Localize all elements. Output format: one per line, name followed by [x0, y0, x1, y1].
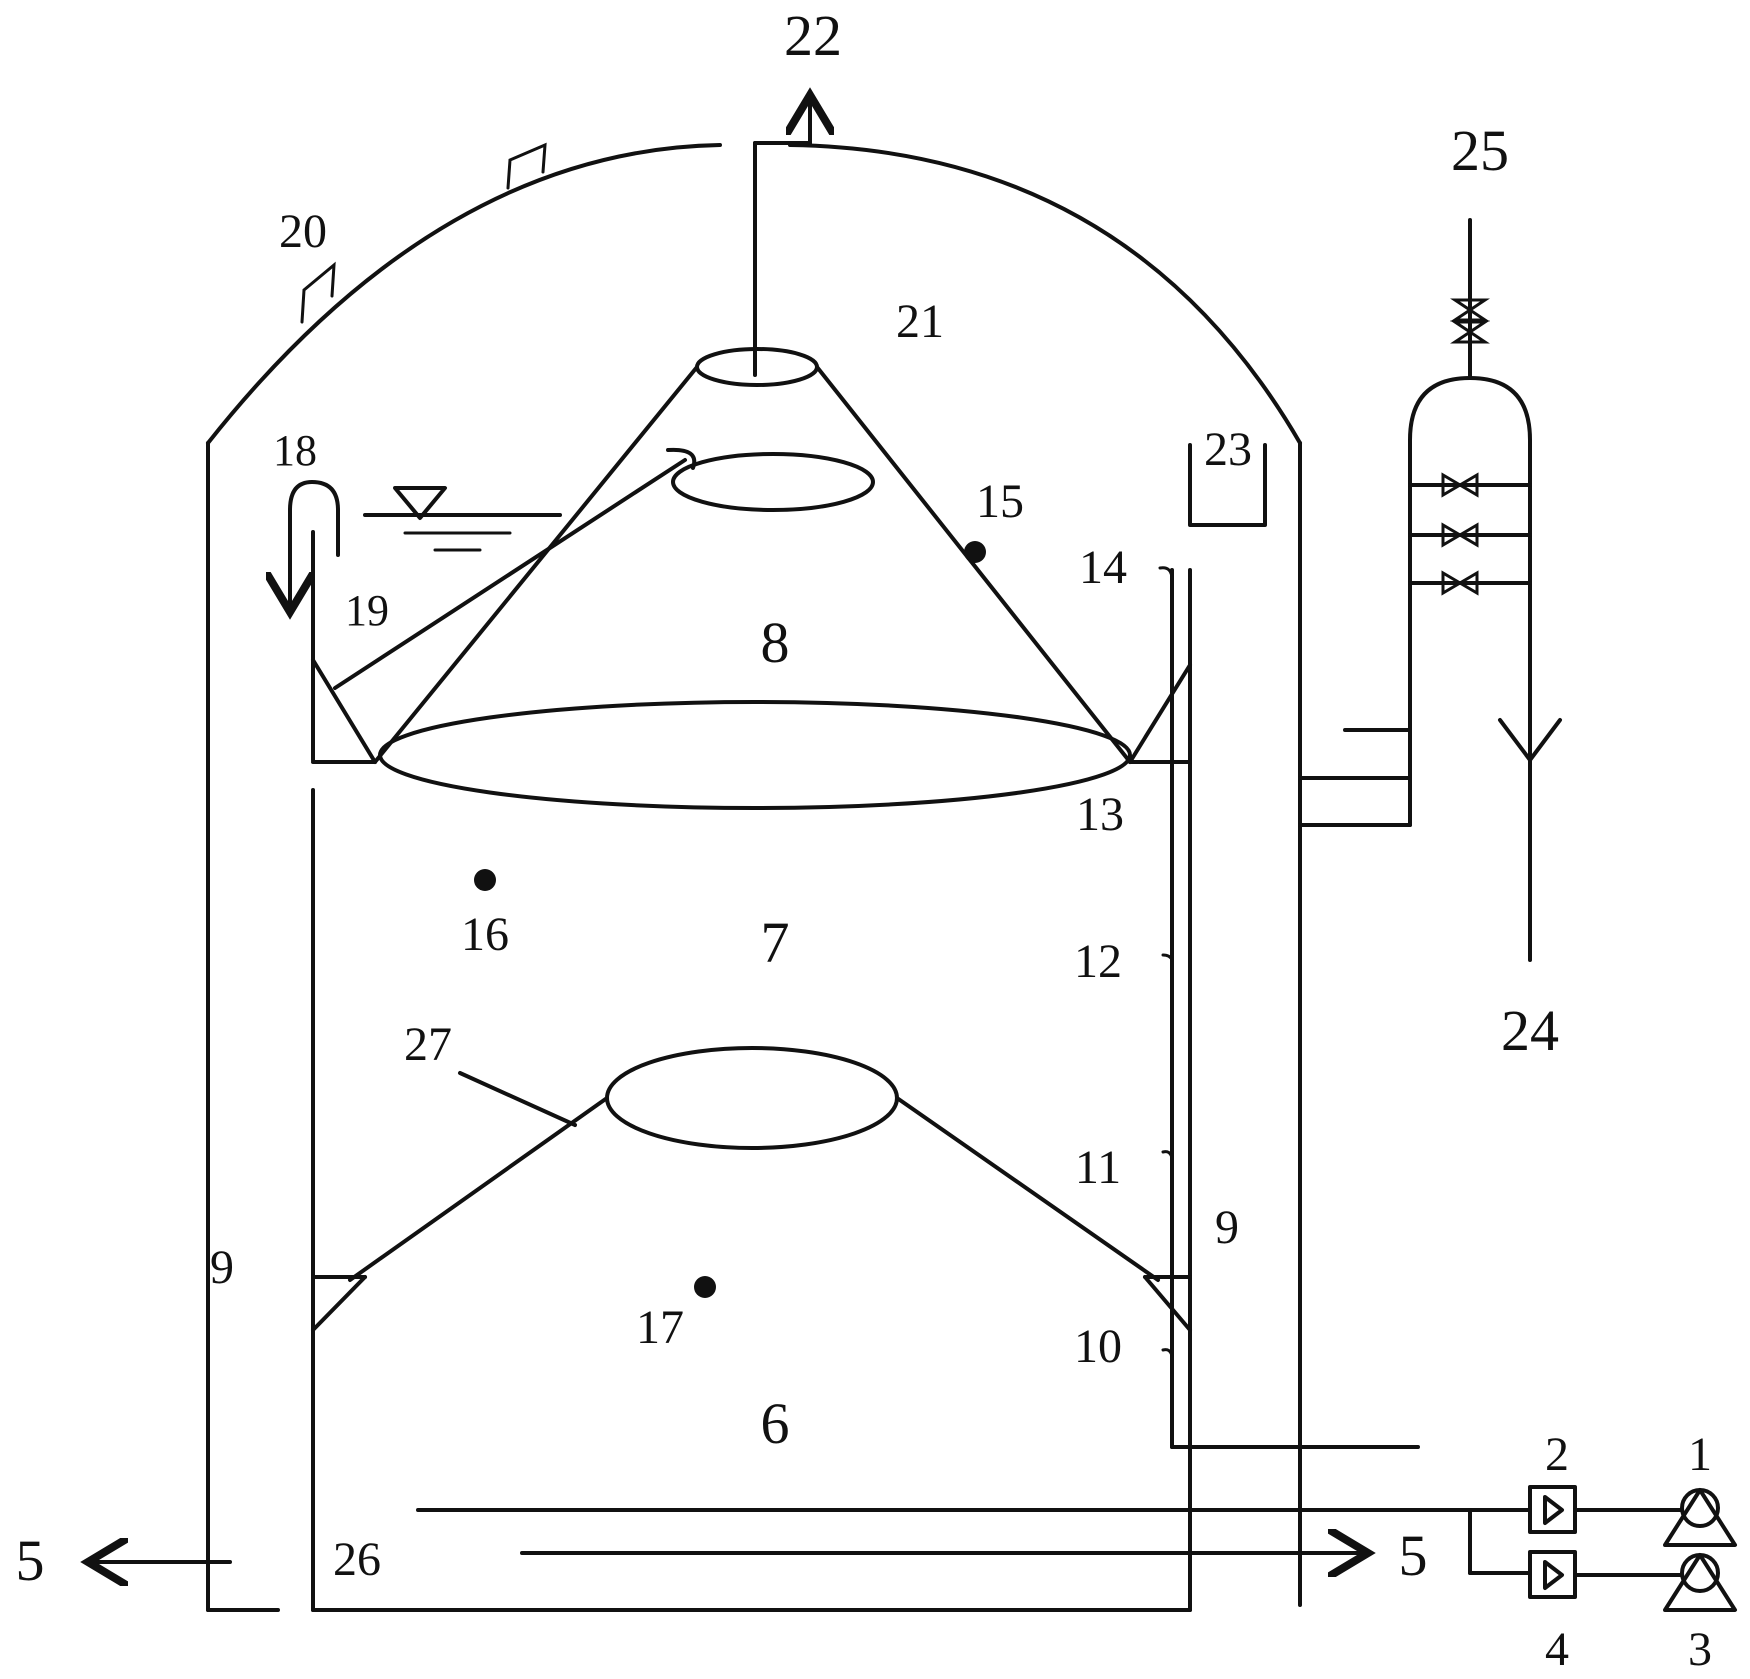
- label-3: 3: [1688, 1623, 1712, 1676]
- upper-gas-hood-line-1: [333, 458, 687, 690]
- lower-separator: [348, 1046, 1160, 1282]
- gas-holder: [1298, 218, 1562, 962]
- label-23: 23: [1204, 423, 1252, 476]
- upper-gas-hood-hook: [666, 447, 697, 470]
- baffle-lower-right: [1143, 1275, 1192, 1332]
- label-21: 21: [896, 295, 944, 348]
- overflow-weir: [288, 480, 340, 612]
- dome-left: [206, 143, 722, 445]
- upper-cone-mid-ring: [671, 452, 875, 512]
- lower-cone-left-side: [348, 1096, 609, 1282]
- valve-25-icon: [1450, 298, 1490, 322]
- pump-1-base: [1663, 1488, 1737, 1547]
- leader-27: [458, 1071, 577, 1127]
- dome-vent-2: [300, 261, 336, 324]
- collection-tray-23: [1188, 443, 1267, 527]
- label-4: 4: [1545, 1623, 1569, 1676]
- label-16: 16: [461, 908, 509, 961]
- upper-separator: [333, 347, 1132, 810]
- flowmeter-4: [1528, 1550, 1577, 1599]
- label-8: 8: [761, 610, 790, 675]
- label-15: 15: [976, 475, 1024, 528]
- upper-cone-left-side: [373, 365, 699, 764]
- biogas-outlet: [753, 95, 810, 377]
- drain-funnel-24: [1498, 718, 1562, 762]
- label-27: 27: [404, 1018, 452, 1071]
- labels: 1 2 3 4 5 5 6 7 8 9 9 10 11 12 13 14 15 …: [16, 3, 1713, 1676]
- dome-right: [788, 143, 1302, 445]
- port-14: [1158, 566, 1174, 582]
- label-12: 12: [1074, 935, 1122, 988]
- dome-vent-1: [506, 142, 547, 190]
- lower-cone-right-side: [895, 1096, 1160, 1282]
- label-9-right: 9: [1215, 1201, 1239, 1254]
- valve-row-2-icon: [1441, 522, 1479, 548]
- label-14: 14: [1079, 541, 1127, 594]
- label-9-left: 9: [210, 1241, 234, 1294]
- valve-25-icon-2: [1450, 320, 1490, 344]
- gas-holder-body: [1408, 376, 1532, 962]
- label-17: 17: [636, 1301, 684, 1354]
- valve-row-1-icon: [1441, 472, 1479, 498]
- baffle-lower-left: [311, 1275, 367, 1332]
- water-level: [363, 486, 562, 552]
- label-7: 7: [761, 910, 790, 975]
- flowmeter-2: [1528, 1485, 1577, 1534]
- sample-point-17: [694, 1276, 716, 1298]
- label-6: 6: [761, 1391, 790, 1456]
- label-26: 26: [333, 1533, 381, 1586]
- pump-3-base: [1663, 1553, 1737, 1612]
- port-11: [1161, 1150, 1174, 1160]
- upper-cone-base: [378, 700, 1132, 810]
- label-20: 20: [279, 205, 327, 258]
- upper-cone-right-side: [815, 365, 1132, 764]
- water-level-symbol: [393, 486, 447, 520]
- port-10: [1161, 1348, 1174, 1358]
- flowmeter-4-icon: [1543, 1560, 1564, 1590]
- baffle-upper-left: [311, 658, 377, 764]
- label-5-left: 5: [16, 1528, 45, 1593]
- label-1: 1: [1688, 1428, 1712, 1481]
- lower-cone-top: [605, 1046, 899, 1150]
- valve-row-3-icon: [1441, 570, 1479, 596]
- label-18: 18: [273, 426, 317, 475]
- label-5-right: 5: [1399, 1523, 1428, 1588]
- label-13: 13: [1076, 788, 1124, 841]
- label-2: 2: [1545, 1428, 1569, 1481]
- label-11: 11: [1075, 1141, 1121, 1194]
- sampling-riser: [1158, 566, 1420, 1449]
- flowmeter-2-icon: [1543, 1495, 1564, 1525]
- label-25: 25: [1451, 118, 1509, 183]
- port-12: [1161, 953, 1174, 962]
- bottom-pipes: [88, 1508, 1532, 1573]
- sample-point-16: [474, 869, 496, 891]
- label-10: 10: [1074, 1320, 1122, 1373]
- outer-vessel: [206, 142, 1302, 1612]
- inner-reactor: [311, 530, 1192, 1612]
- label-22: 22: [784, 3, 842, 68]
- baffle-upper-right: [1128, 663, 1192, 764]
- overflow-pipe: [288, 480, 340, 612]
- label-19: 19: [345, 586, 389, 635]
- sample-point-15: [964, 541, 986, 563]
- label-24: 24: [1501, 998, 1559, 1063]
- pump-group: [1528, 1485, 1737, 1612]
